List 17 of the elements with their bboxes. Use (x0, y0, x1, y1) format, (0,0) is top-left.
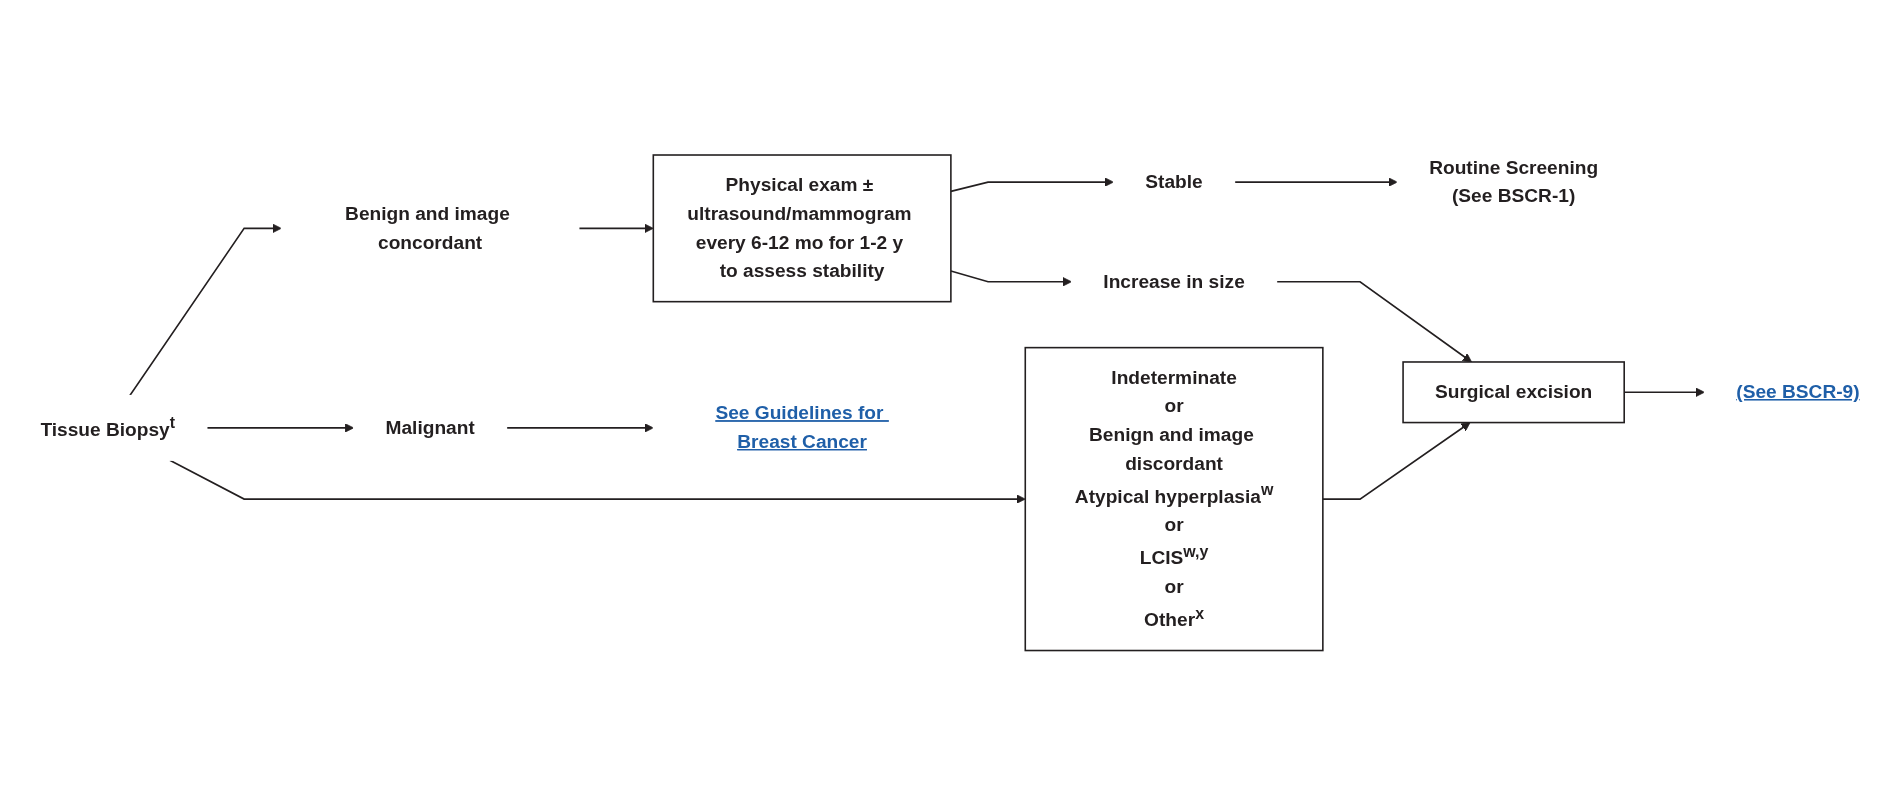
node-box: Indeterminate or Benign and image discordant Atypical hyperplasia$^{w}$ or LCIS$^{w,y}$ or Other$^{x}$ (1024, 346, 1324, 652)
node-text: Benign and image concordant (345, 202, 510, 253)
node-text: See Guidelines for Breast Cancer (715, 402, 884, 453)
arrow (950, 270, 1072, 287)
node-text: (See BSCR-9) (1736, 381, 1860, 403)
node-text: Stable (1145, 170, 1203, 193)
node-text: Routine Screening (See BSCR-1) (1429, 156, 1599, 207)
arrow (950, 177, 1114, 193)
node-text: Malignant (385, 416, 475, 438)
node-box: Surgical excision (1402, 361, 1625, 424)
arrow (129, 223, 282, 397)
node-text: Increase in size (1103, 270, 1245, 292)
arrow (169, 459, 1026, 504)
arrow (1322, 422, 1471, 500)
node-text: Tissue Biopsy$^{t}$ (40, 413, 176, 441)
node-box: Physical exam ± ultrasound/mammogram every 6-12 mo for 1-2 y to assess stability (652, 154, 952, 303)
arrow (578, 223, 654, 233)
